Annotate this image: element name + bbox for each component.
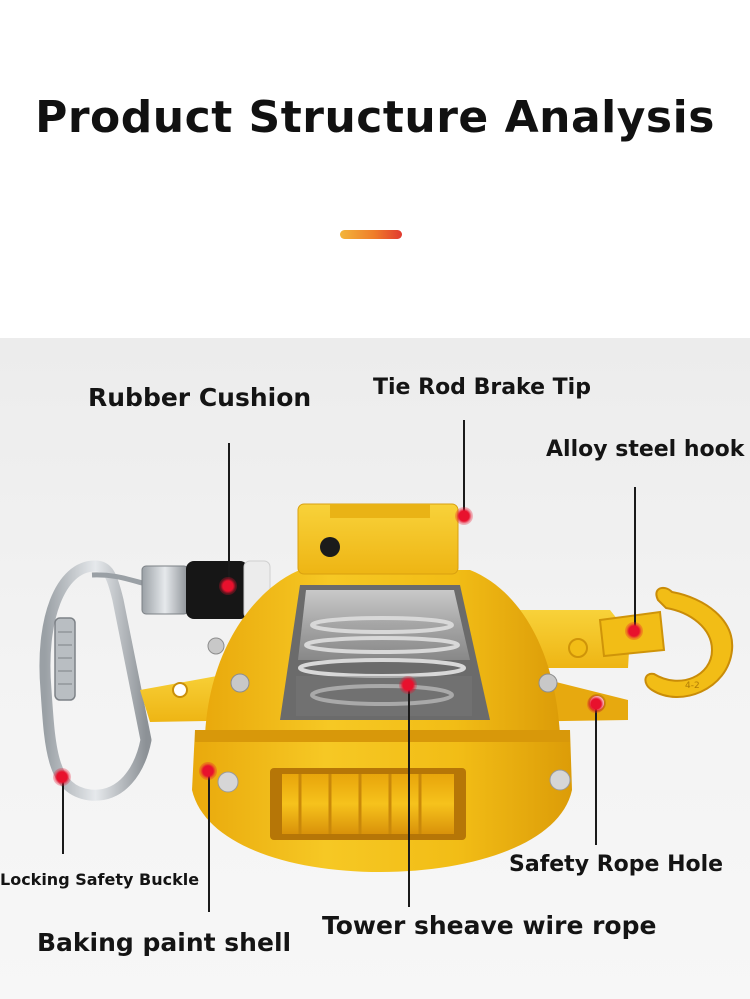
svg-text:4-2: 4-2 [685, 681, 700, 691]
label-safety-rope-hole: Safety Rope Hole [509, 852, 724, 877]
leader-baking-paint-shell [208, 770, 210, 912]
marker-tower-sheave-wire-rope [399, 676, 417, 694]
leader-alloy-steel-hook [634, 487, 636, 629]
leader-locking-safety-buckle [62, 776, 64, 854]
leader-tie-rod-brake-tip [463, 420, 465, 516]
label-alloy-steel-hook: Alloy steel hook [546, 437, 745, 462]
marker-alloy-steel-hook [625, 622, 643, 640]
leader-rubber-cushion [228, 443, 230, 583]
label-tower-sheave-wire-rope: Tower sheave wire rope [322, 911, 657, 940]
marker-tie-rod-brake-tip [455, 507, 473, 525]
page-title: Product Structure Analysis [35, 92, 715, 143]
label-rubber-cushion: Rubber Cushion [88, 383, 312, 412]
marker-rubber-cushion [219, 577, 237, 595]
leader-tower-sheave-wire-rope [408, 685, 410, 907]
label-baking-paint-shell: Baking paint shell [37, 928, 292, 957]
marker-safety-rope-hole [587, 695, 605, 713]
label-tie-rod-brake-tip: Tie Rod Brake Tip [373, 375, 591, 400]
marker-baking-paint-shell [199, 762, 217, 780]
title-accent-bar [340, 230, 402, 239]
marker-locking-safety-buckle [53, 768, 71, 786]
carabiner-icon [39, 560, 152, 801]
header-section: Product Structure Analysis [0, 0, 750, 338]
leader-safety-rope-hole [595, 705, 597, 845]
label-locking-safety-buckle: Locking Safety Buckle [0, 870, 200, 889]
